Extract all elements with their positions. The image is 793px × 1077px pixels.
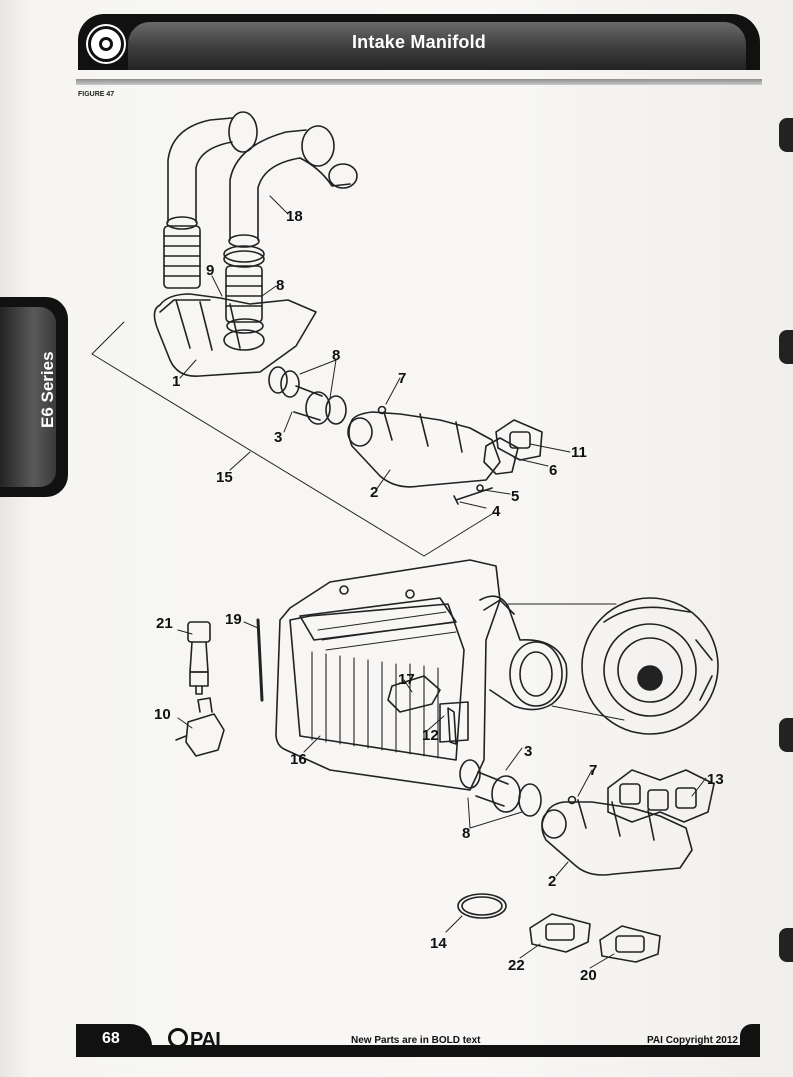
header-rule [76, 79, 762, 85]
brand-name: PAI [190, 1029, 221, 1051]
footer-cap [740, 1024, 760, 1057]
tee-fitting [175, 697, 225, 757]
callout-9: 9 [206, 262, 214, 279]
callout-8-upper: 8 [276, 277, 284, 294]
callout-21: 21 [156, 615, 173, 632]
callout-12: 12 [422, 727, 439, 744]
pin [256, 618, 264, 702]
hose-right [225, 265, 263, 323]
callout-19: 19 [225, 611, 242, 628]
footer-note: New Parts are in BOLD text [351, 1035, 481, 1046]
gasket-22 [529, 913, 591, 953]
callout-5: 5 [511, 488, 519, 505]
callout-14: 14 [430, 935, 447, 952]
page-number-tab [76, 1024, 152, 1057]
figure-label: FIGURE 47 [78, 91, 115, 98]
callout-10: 10 [154, 706, 171, 723]
temperature-sensor [187, 621, 211, 695]
callout-6: 6 [549, 462, 557, 479]
binder-hole-bottom [779, 928, 793, 962]
manifold-front [153, 293, 317, 377]
copyright: PAI Copyright 2012 [647, 1035, 738, 1046]
binder-hole-lower [779, 718, 793, 752]
clamp-upper [223, 250, 265, 268]
elbow-pipe-right [228, 125, 358, 248]
callout-7-upper: 7 [398, 370, 406, 387]
callout-22: 22 [508, 957, 525, 974]
footer-bar [76, 1045, 760, 1057]
compressor-detail [507, 597, 719, 735]
page-number: 68 [102, 1030, 120, 1047]
callout-17: 17 [398, 671, 415, 688]
callout-16: 16 [290, 751, 307, 768]
gasket-20 [599, 925, 661, 963]
brand-logo: PAI [168, 1028, 221, 1052]
intercooler [275, 559, 501, 791]
callout-1: 1 [172, 373, 180, 390]
callout-11: 11 [571, 444, 587, 461]
callout-8-left: 8 [332, 347, 340, 364]
callout-20: 20 [580, 967, 597, 984]
manifold-lower [541, 795, 693, 876]
callout-4: 4 [492, 503, 501, 520]
elbow-pipe-left [166, 111, 258, 230]
header-bar [128, 22, 746, 70]
callout-2-upper: 2 [370, 484, 378, 501]
binder-hole-middle [779, 330, 793, 364]
callout-8-lower: 8 [462, 825, 470, 842]
manifold-gasket-strip [607, 769, 715, 823]
callout-2-lower: 2 [548, 873, 556, 890]
section-tab[interactable] [0, 297, 68, 497]
brand-mark-icon [168, 1028, 188, 1048]
binder-hole-top [779, 118, 793, 152]
section-tab-face [0, 307, 56, 487]
pai-logo-icon [88, 26, 124, 62]
page-title: Intake Manifold [351, 32, 486, 52]
page-header: Intake Manifold [78, 14, 760, 70]
hose-left [163, 225, 201, 289]
gasket-small [483, 437, 519, 475]
gasket-large [495, 419, 543, 461]
callout-3-upper: 3 [274, 429, 282, 446]
callout-7-lower: 7 [589, 762, 597, 779]
cover-plate [387, 675, 441, 713]
callout-3-lower: 3 [524, 743, 532, 760]
callout-18: 18 [286, 208, 303, 225]
manifold-rear [347, 411, 501, 488]
clamp-mid [226, 318, 264, 334]
compressor [479, 595, 568, 711]
o-ring [457, 893, 507, 919]
callout-15: 15 [216, 469, 233, 486]
callout-13: 13 [707, 771, 724, 788]
